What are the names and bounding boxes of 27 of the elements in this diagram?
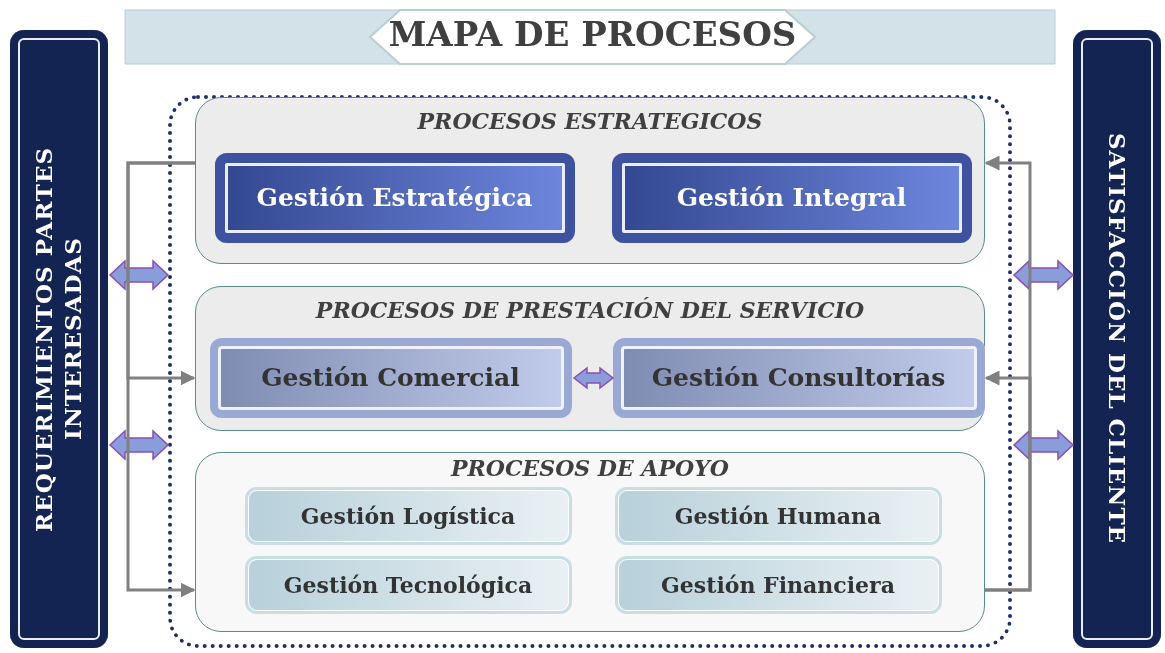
process-box: Gestión Consultorías bbox=[612, 337, 985, 418]
process-box: Gestión Tecnológica bbox=[244, 555, 572, 614]
double-arrow bbox=[1012, 429, 1075, 461]
arrow bbox=[984, 370, 1032, 592]
double-arrow bbox=[108, 259, 170, 291]
vertical-label: REQUERIMIENTOS PARTES INTERESADAS bbox=[30, 145, 87, 534]
band-title: PROCESOS DE APOYO bbox=[449, 455, 730, 481]
process-band bbox=[195, 286, 985, 431]
band-title: PROCESOS ESTRATEGICOS bbox=[416, 108, 764, 134]
dotted-frame bbox=[168, 95, 1012, 648]
process-band bbox=[195, 452, 985, 632]
process-box: Gestión Comercial bbox=[209, 337, 572, 418]
process-box: Gestión Integral bbox=[611, 152, 972, 243]
side-banner bbox=[1073, 30, 1161, 648]
band-title: PROCESOS DE PRESTACIÓN DEL SERVICIO bbox=[314, 297, 866, 323]
process-box: Gestión Humana bbox=[614, 486, 942, 545]
title: MAPA DE PROCESOS bbox=[387, 14, 798, 54]
side-banner bbox=[10, 30, 108, 648]
process-box: Gestión Logística bbox=[244, 486, 572, 545]
arrow bbox=[126, 161, 196, 598]
double-arrow bbox=[572, 366, 615, 390]
process-band bbox=[195, 97, 985, 264]
double-arrow bbox=[1012, 259, 1075, 291]
vertical-label: SATISFACCIÓN DEL CLIENTE bbox=[1103, 133, 1132, 545]
double-arrow bbox=[108, 429, 170, 461]
process-box: Gestión Estratégica bbox=[214, 152, 575, 243]
process-box: Gestión Financiera bbox=[614, 555, 942, 614]
